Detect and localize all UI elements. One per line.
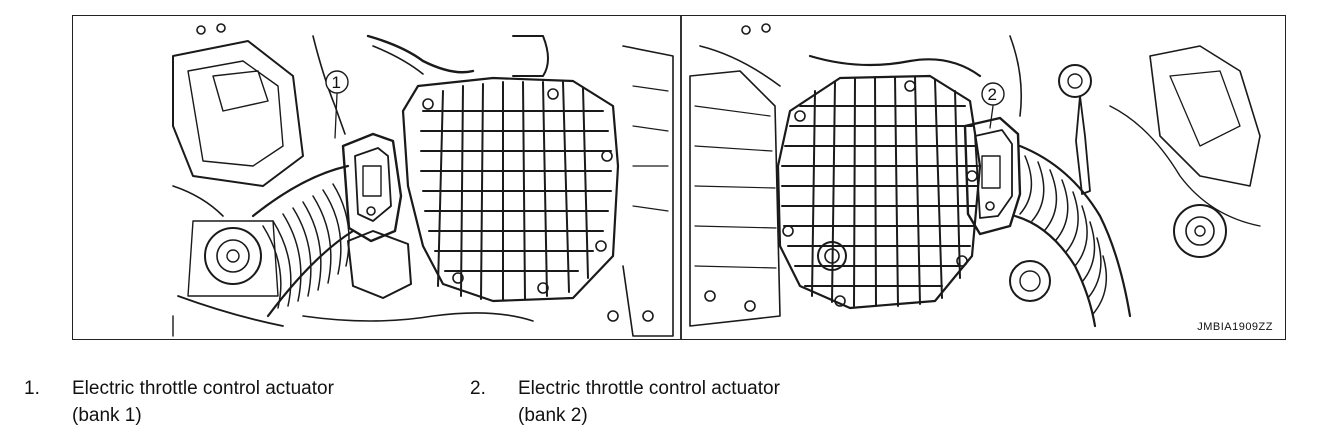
legend-line-1: Electric throttle control actuator (518, 378, 780, 399)
illustration-panel-bank2: 2 JMBIA1909ZZ (680, 16, 1285, 339)
engine-drawing-bank2: 2 (689, 23, 1261, 328)
engine-illustration-figure: 1 (72, 15, 1286, 340)
legend-text: Electric throttle control actuator (bank … (518, 375, 780, 429)
illustration-panel-bank1: 1 (73, 16, 680, 339)
panel-divider (680, 16, 682, 339)
callout-2: 2 (988, 85, 997, 104)
legend-text: Electric throttle control actuator (bank … (72, 375, 334, 429)
legend-number: 1. (24, 378, 40, 399)
legend-line-2: (bank 1) (72, 405, 142, 426)
engine-drawing-bank1: 1 (172, 23, 674, 337)
legend-line-1: Electric throttle control actuator (72, 378, 334, 399)
callout-1: 1 (332, 73, 341, 92)
legend-line-2: (bank 2) (518, 405, 588, 426)
legend-number: 2. (470, 378, 486, 399)
figure-reference-code: JMBIA1909ZZ (1195, 321, 1275, 333)
